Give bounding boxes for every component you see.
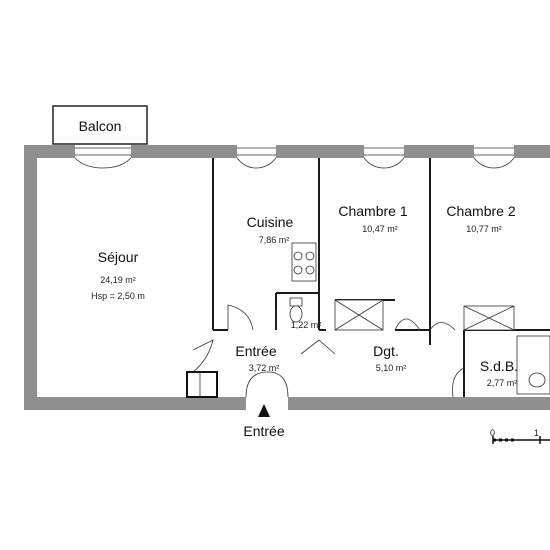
dgt-area: 5,10 m²	[376, 363, 407, 373]
cuisine-area: 7,86 m²	[259, 235, 290, 245]
doors	[192, 304, 465, 398]
entree-area: 3,72 m²	[249, 363, 280, 373]
sejour-area: 24,19 m²	[100, 275, 136, 285]
scale-end-label: 1	[534, 428, 539, 438]
windows	[74, 147, 515, 169]
chambre1-label: Chambre 1	[338, 203, 407, 219]
exterior-walls	[24, 145, 550, 410]
dgt-label: Dgt.	[373, 343, 399, 359]
chambre2-label: Chambre 2	[446, 203, 515, 219]
sejour-hsp: Hsp = 2,50 m	[91, 291, 145, 301]
wc-area: 1,22 m²	[291, 320, 322, 330]
fixtures	[186, 242, 550, 398]
sdb-area: 2,77 m²	[487, 378, 518, 388]
sdb-label: S.d.B.	[480, 358, 518, 374]
entree-label: Entrée	[235, 343, 276, 359]
entrance-arrow-icon	[258, 404, 270, 417]
balcony-outline	[52, 105, 148, 145]
cuisine-label: Cuisine	[247, 214, 294, 230]
scale-bar: 0 1	[490, 428, 550, 444]
sejour-label: Séjour	[98, 249, 139, 265]
chambre2-area: 10,77 m²	[466, 224, 502, 234]
chambre1-area: 10,47 m²	[362, 224, 398, 234]
scale-start-label: 0	[490, 428, 495, 438]
balcony-label: Balcon	[79, 118, 122, 134]
entrance-label: Entrée	[243, 423, 284, 439]
